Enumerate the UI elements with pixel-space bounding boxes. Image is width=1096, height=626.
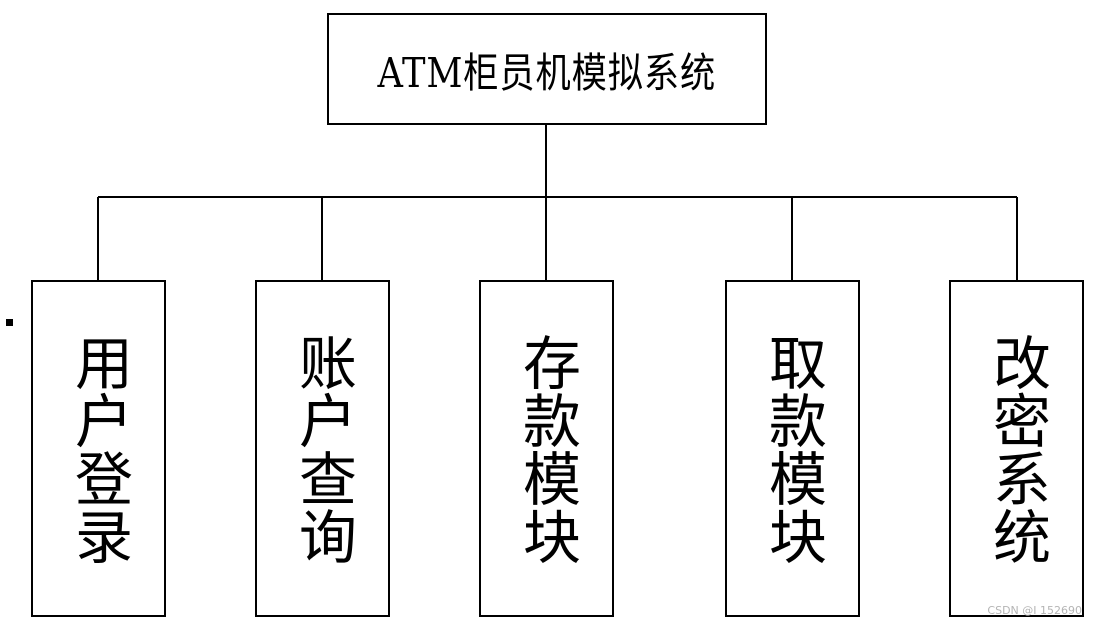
child-node-account-query: 账户查询 [255,280,390,617]
root-node-label: ATM柜员机模拟系统 [377,49,717,97]
child-node-label: 用户登录 [65,332,133,565]
child-node-label: 存款模块 [513,332,581,565]
child-node-withdraw: 取款模块 [725,280,860,617]
root-node: ATM柜员机模拟系统 [327,13,767,125]
child-node-deposit: 存款模块 [479,280,614,617]
child-node-user-login: 用户登录 [31,280,166,617]
child-node-label: 取款模块 [759,332,827,565]
child-node-label: 改密系统 [983,332,1051,565]
child-node-change-password: 改密系统 [949,280,1084,617]
watermark-text: CSDN @I 152690 [987,604,1082,617]
bullet-dot [6,319,13,326]
child-node-label: 账户查询 [289,332,357,565]
